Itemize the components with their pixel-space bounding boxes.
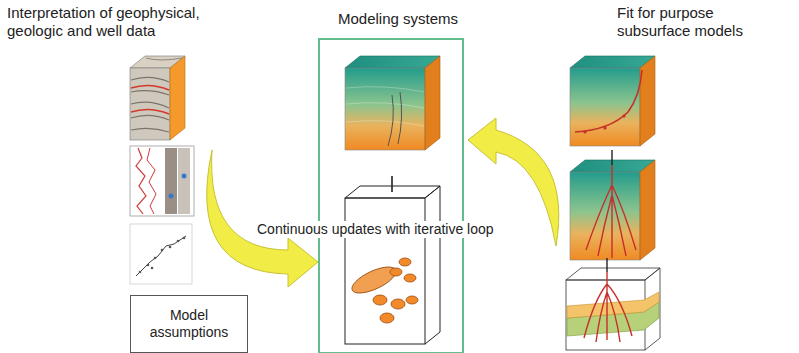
process-box: Model assumptions <box>130 295 248 353</box>
text-label: Modeling systems <box>338 10 458 28</box>
wireframe-cube <box>566 258 660 350</box>
text-label: Model assumptions <box>137 307 241 341</box>
model-cube <box>345 56 440 150</box>
text-label: Fit for purpose subsurface models <box>617 4 777 40</box>
text-label: Interpretation of geophysical, geologic … <box>7 4 235 40</box>
model-cube <box>570 56 655 146</box>
geobodies <box>348 258 418 323</box>
model-cube <box>570 150 655 260</box>
cross-plot <box>130 224 192 284</box>
seismic-cube <box>130 56 185 140</box>
system-frame: Modeling systems <box>318 38 464 353</box>
text-label: Continuous updates with iterative loop <box>255 221 496 238</box>
loop-arrow <box>207 150 318 287</box>
wireframe-cube <box>345 176 440 344</box>
well-log-panel <box>130 146 194 216</box>
